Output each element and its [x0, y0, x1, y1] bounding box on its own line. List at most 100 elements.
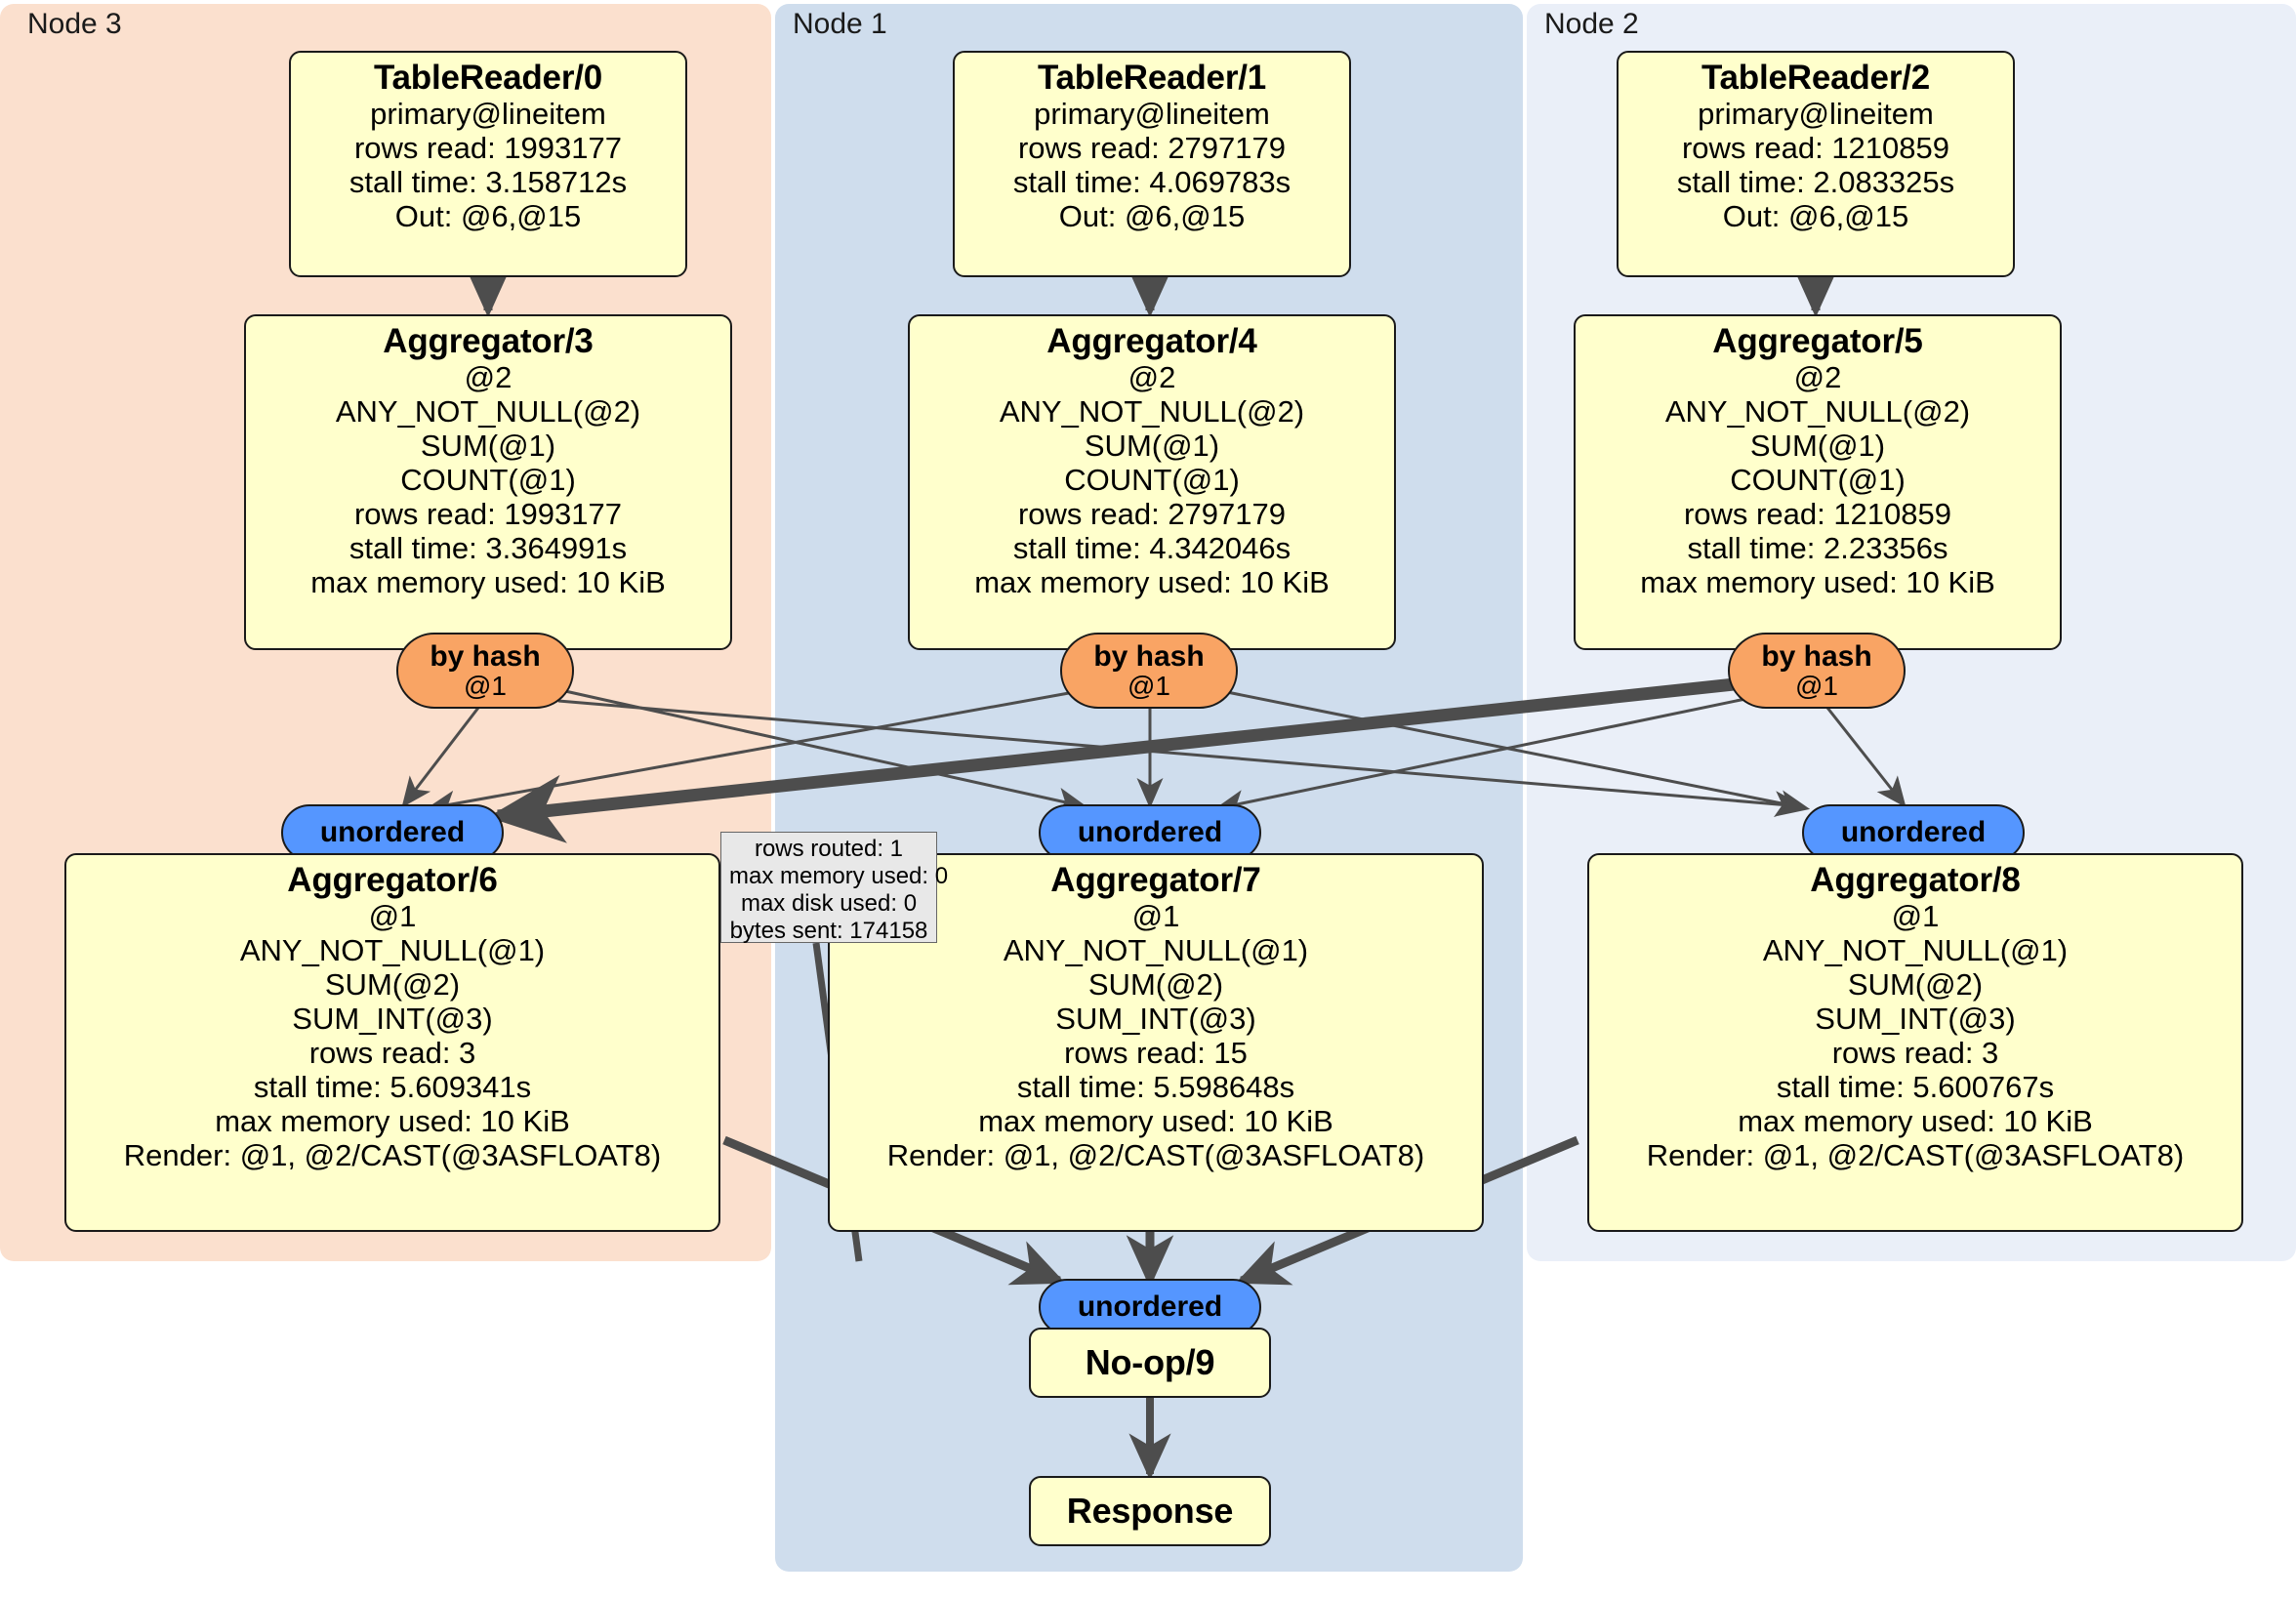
cluster-label-node-3: Node 3: [27, 8, 122, 40]
edge-byhash4-unordered8: [1221, 689, 1811, 816]
processor-title: Aggregator/7: [1050, 861, 1261, 899]
processor-line: rows read: 3: [1831, 1036, 1999, 1071]
processor-aggregator-3[interactable]: Aggregator/3 @2 ANY_NOT_NULL(@2) SUM(@1)…: [244, 314, 732, 650]
processor-response[interactable]: Response: [1029, 1476, 1271, 1546]
processor-aggregator-5[interactable]: Aggregator/5 @2 ANY_NOT_NULL(@2) SUM(@1)…: [1574, 314, 2062, 650]
cluster-label-node-1: Node 1: [793, 8, 887, 40]
stat-line: max memory used: 0: [729, 863, 949, 890]
processor-line: COUNT(@1): [400, 463, 576, 498]
cluster-label-node-2: Node 2: [1544, 8, 1639, 40]
processor-line: @1: [368, 899, 417, 934]
router-label: by hash: [1093, 639, 1205, 673]
processor-title: TableReader/1: [1037, 59, 1267, 97]
processor-line: max memory used: 10 KiB: [978, 1104, 1333, 1139]
processor-line: Render: @1, @2/CAST(@3ASFLOAT8): [1646, 1138, 2185, 1173]
processor-tablereader-0[interactable]: TableReader/0 primary@lineitem rows read…: [289, 51, 687, 277]
edge-byhash3-unordered8: [557, 699, 1806, 818]
processor-title: Aggregator/3: [383, 322, 594, 360]
processor-line: ANY_NOT_NULL(@2): [1664, 394, 1971, 430]
processor-line: stall time: 3.158712s: [348, 165, 628, 200]
processor-line: @2: [464, 360, 512, 395]
router-by-hash-4[interactable]: by hash @1: [1060, 633, 1238, 709]
processor-line: Render: @1, @2/CAST(@3ASFLOAT8): [123, 1138, 662, 1173]
processor-line: Out: @6,@15: [1058, 199, 1246, 234]
processor-title: Aggregator/8: [1810, 861, 2021, 899]
router-sublabel: @1: [464, 671, 507, 702]
processor-tablereader-1[interactable]: TableReader/1 primary@lineitem rows read…: [953, 51, 1351, 277]
processor-line: @2: [1793, 360, 1842, 395]
processor-title: Aggregator/4: [1046, 322, 1257, 360]
edge-byhash3-unordered6: [401, 707, 480, 808]
processor-title: No-op/9: [1085, 1341, 1215, 1382]
stat-line: bytes sent: 174158: [729, 918, 928, 945]
processor-line: rows read: 1993177: [353, 131, 623, 166]
stat-line: max disk used: 0: [740, 890, 918, 918]
processor-line: stall time: 5.598648s: [1016, 1070, 1295, 1105]
processor-aggregator-7[interactable]: Aggregator/7 @1 ANY_NOT_NULL(@1) SUM(@2)…: [828, 853, 1484, 1232]
processor-line: ANY_NOT_NULL(@1): [239, 933, 546, 968]
processor-line: stall time: 4.069783s: [1012, 165, 1292, 200]
processor-line: stall time: 2.083325s: [1676, 165, 1955, 200]
router-label: by hash: [1761, 639, 1872, 673]
processor-title: TableReader/0: [373, 59, 603, 97]
router-sublabel: @1: [1128, 671, 1170, 702]
processor-line: primary@lineitem: [370, 97, 606, 132]
processor-line: Out: @6,@15: [1722, 199, 1909, 234]
processor-line: primary@lineitem: [1034, 97, 1270, 132]
processor-line: COUNT(@1): [1730, 463, 1906, 498]
processor-line: Out: @6,@15: [394, 199, 582, 234]
processor-line: @1: [1891, 899, 1940, 934]
processor-line: rows read: 1993177: [353, 497, 623, 532]
edge-byhash5-unordered7: [1213, 697, 1746, 816]
router-label: by hash: [430, 639, 541, 673]
processor-line: rows read: 3: [308, 1036, 476, 1071]
processor-line: max memory used: 10 KiB: [974, 565, 1330, 600]
router-unordered-7[interactable]: unordered: [1039, 804, 1261, 861]
processor-line: rows read: 2797179: [1017, 497, 1287, 532]
processor-line: @1: [1131, 899, 1180, 934]
processor-line: primary@lineitem: [1698, 97, 1934, 132]
router-stats-box: rows routed: 1 max memory used: 0 max di…: [720, 832, 949, 945]
stat-line: rows routed: 1: [754, 836, 904, 862]
router-by-hash-5[interactable]: by hash @1: [1728, 633, 1906, 709]
processor-title: Response: [1066, 1490, 1234, 1531]
processor-line: SUM(@1): [420, 429, 556, 464]
processor-line: rows read: 2797179: [1017, 131, 1287, 166]
processor-line: @2: [1128, 360, 1176, 395]
processor-line: rows read: 1210859: [1683, 497, 1952, 532]
processor-no-op-9[interactable]: No-op/9: [1029, 1328, 1271, 1398]
processor-tablereader-2[interactable]: TableReader/2 primary@lineitem rows read…: [1617, 51, 2015, 277]
router-label: unordered: [1077, 1290, 1223, 1324]
processor-line: stall time: 4.342046s: [1012, 531, 1292, 566]
router-label: unordered: [1840, 816, 1987, 849]
processor-line: ANY_NOT_NULL(@2): [999, 394, 1305, 430]
router-label: unordered: [319, 816, 466, 849]
processor-line: SUM(@2): [1087, 967, 1224, 1003]
processor-line: SUM(@2): [324, 967, 461, 1003]
processor-line: stall time: 5.600767s: [1776, 1070, 2055, 1105]
processor-line: ANY_NOT_NULL(@1): [1003, 933, 1309, 968]
router-by-hash-3[interactable]: by hash @1: [396, 633, 574, 709]
processor-line: rows read: 15: [1064, 1036, 1248, 1071]
router-sublabel: @1: [1795, 671, 1838, 702]
processor-line: max memory used: 10 KiB: [1738, 1104, 2093, 1139]
processor-line: ANY_NOT_NULL(@2): [335, 394, 641, 430]
processor-line: COUNT(@1): [1064, 463, 1240, 498]
processor-line: SUM(@1): [1749, 429, 1886, 464]
processor-line: stall time: 2.23356s: [1687, 531, 1948, 566]
processor-aggregator-4[interactable]: Aggregator/4 @2 ANY_NOT_NULL(@2) SUM(@1)…: [908, 314, 1396, 650]
processor-line: SUM(@2): [1847, 967, 1984, 1003]
router-label: unordered: [1077, 816, 1223, 849]
processor-line: stall time: 3.364991s: [348, 531, 628, 566]
processor-line: SUM_INT(@3): [1815, 1002, 2016, 1037]
processor-title: Aggregator/5: [1712, 322, 1923, 360]
processor-aggregator-8[interactable]: Aggregator/8 @1 ANY_NOT_NULL(@1) SUM(@2)…: [1587, 853, 2243, 1232]
processor-line: stall time: 5.609341s: [253, 1070, 532, 1105]
processor-line: Render: @1, @2/CAST(@3ASFLOAT8): [886, 1138, 1425, 1173]
processor-line: SUM_INT(@3): [1055, 1002, 1256, 1037]
processor-line: SUM(@1): [1084, 429, 1220, 464]
processor-title: TableReader/2: [1701, 59, 1931, 97]
processor-line: ANY_NOT_NULL(@1): [1762, 933, 2069, 968]
processor-aggregator-6[interactable]: Aggregator/6 @1 ANY_NOT_NULL(@1) SUM(@2)…: [64, 853, 720, 1232]
